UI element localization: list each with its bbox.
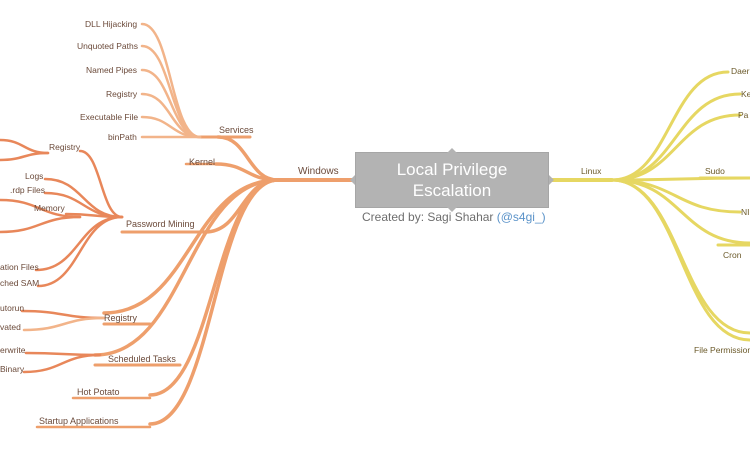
- linux-branch-label[interactable]: Linux: [581, 166, 602, 176]
- edge-registry: [102, 178, 280, 315]
- password-mining-leaf-ation-files[interactable]: ation Files: [0, 262, 39, 272]
- linux-leaf-path[interactable]: Pa: [738, 110, 749, 120]
- windows-edges: [0, 22, 357, 429]
- central-topic-node[interactable]: Local Privilege Escalation: [355, 148, 549, 212]
- registry-leaf-elevated[interactable]: vated: [0, 322, 21, 332]
- edge-pm-registry-off-1: [0, 151, 50, 162]
- scheduled-tasks-node-label[interactable]: Scheduled Tasks: [108, 354, 176, 364]
- registry-leaf-autorun[interactable]: utorun: [0, 303, 24, 313]
- password-mining-leaf-logs[interactable]: Logs: [25, 171, 43, 181]
- author-handle-link[interactable]: (@s4gi_): [496, 210, 546, 224]
- author-credit: Created by: Sagi Shahar (@s4gi_): [362, 210, 546, 224]
- linux-edges: [547, 70, 750, 342]
- password-mining-leaf-registry[interactable]: Registry: [49, 142, 81, 152]
- windows-branch-label[interactable]: Windows: [298, 166, 339, 177]
- linux-leaf-cron[interactable]: Cron: [723, 250, 742, 260]
- edge-startup-applications: [148, 178, 280, 426]
- services-leaf-binpath[interactable]: binPath: [108, 132, 137, 142]
- password-mining-leaf-rdp-files[interactable]: .rdp Files: [10, 185, 45, 195]
- edge-registry-leaf-1: [22, 316, 106, 332]
- edge-services-leaf-1: [140, 44, 202, 139]
- edge-scheduled-tasks: [93, 178, 280, 357]
- edge-services-leaf-0: [140, 22, 202, 139]
- password-mining-node-label[interactable]: Password Mining: [126, 219, 195, 229]
- edge-scheduled-leaf-1: [22, 353, 102, 374]
- scheduled-tasks-leaf-overwrite[interactable]: erwrite: [0, 345, 26, 355]
- central-title-line1: Local Privilege: [396, 160, 508, 179]
- linux-leaf-kernel[interactable]: Ke: [741, 89, 750, 99]
- registry-node-label[interactable]: Registry: [104, 313, 138, 323]
- linux-leaf-sudo[interactable]: Sudo: [705, 166, 725, 176]
- services-leaf-named-pipes[interactable]: Named Pipes: [86, 65, 137, 75]
- linux-leaf-nfs[interactable]: NI: [741, 207, 750, 217]
- linux-leaf-daemons[interactable]: Daer: [731, 66, 750, 76]
- central-title-line2: Escalation: [412, 181, 492, 200]
- edge-password-mining-leaf-4: [34, 215, 124, 272]
- services-node-label[interactable]: Services: [219, 125, 254, 135]
- edge-linux-perm-extra: [610, 178, 750, 342]
- edge-registry-leaf-0: [20, 309, 106, 320]
- edge-password-mining-leaf-0: [78, 149, 124, 219]
- startup-applications-node-label[interactable]: Startup Applications: [39, 416, 119, 426]
- credit-text: Created by: Sagi Shahar: [362, 210, 497, 224]
- edge-linux-leaf-2: [610, 113, 742, 182]
- edge-password-mining-leaf-5: [36, 215, 124, 288]
- services-leaf-registry[interactable]: Registry: [106, 89, 138, 99]
- linux-leaf-file-permissions[interactable]: File Permission: [694, 345, 750, 355]
- kernel-node-label[interactable]: Kernel: [189, 157, 215, 167]
- edge-linux-leaf-5: [610, 178, 750, 245]
- edge-linux-leaf-0: [610, 70, 730, 182]
- password-mining-leaf-ched-sam[interactable]: ched SAM: [0, 278, 39, 288]
- edge-pm-off-3: [0, 215, 82, 234]
- services-leaf-executable-file[interactable]: Executable File: [80, 112, 138, 122]
- password-mining-leaf-memory[interactable]: Memory: [34, 203, 65, 213]
- scheduled-tasks-leaf-binary[interactable]: Binary: [0, 364, 25, 374]
- central-left-handle: [350, 175, 355, 185]
- hot-potato-node-label[interactable]: Hot Potato: [77, 387, 120, 397]
- services-leaf-dll-hijacking[interactable]: DLL Hijacking: [85, 19, 137, 29]
- edge-pm-registry-off-0: [0, 138, 50, 155]
- services-leaf-unquoted-paths[interactable]: Unquoted Paths: [77, 41, 138, 51]
- central-right-handle: [549, 175, 554, 185]
